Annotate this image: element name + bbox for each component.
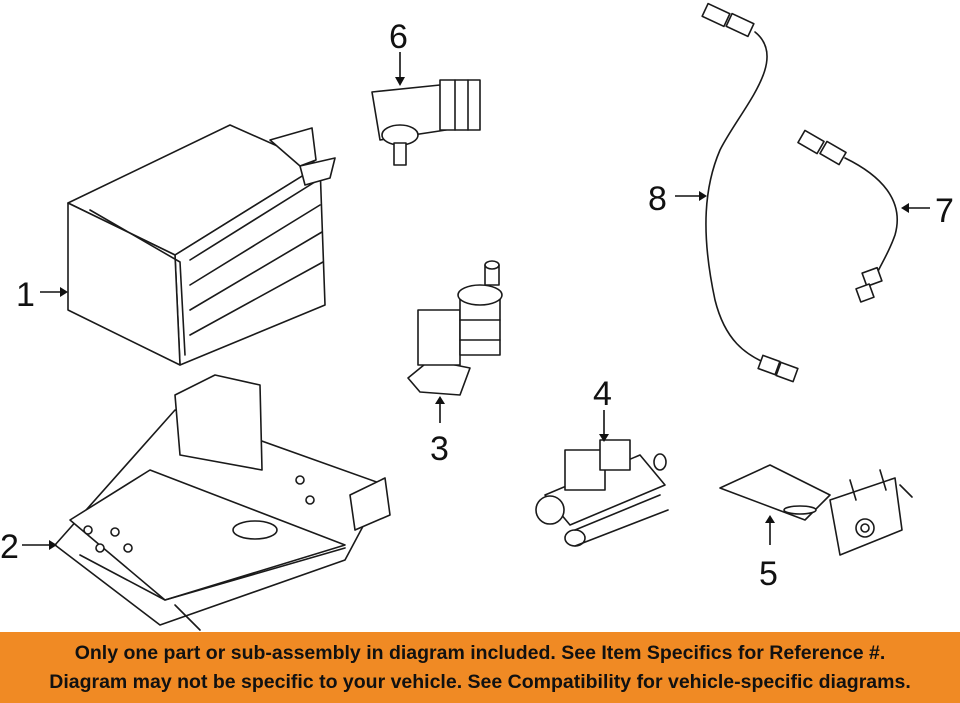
callout-8-arrow [675,191,707,201]
exploded-parts-diagram: 1 2 [0,2,954,631]
callout-3-arrow [435,396,445,423]
disclaimer-line-1: Only one part or sub-assembly in diagram… [74,641,886,664]
disclaimer-line-2: Diagram may not be specific to your vehi… [49,670,911,693]
callout-1-arrow [40,287,68,297]
callout-6-label: 6 [389,18,408,56]
callout-7-arrow [901,203,930,213]
callout-4-label: 4 [593,375,612,413]
callout-6-arrow [395,52,405,86]
part-1-canister [67,124,336,366]
part-6-sensor [371,79,481,166]
callout-5-arrow [765,515,775,545]
part-5-plate [719,464,913,556]
part-7-oxygen-sensor [797,129,898,303]
callout-7-label: 7 [935,192,954,230]
disclaimer-banner: Only one part or sub-assembly in diagram… [0,632,960,703]
callout-8-label: 8 [648,180,667,218]
part-3-purge-valve [407,260,503,396]
callout-1-label: 1 [16,276,35,314]
part-4-valve [535,439,669,547]
part-2-bracket [54,374,391,631]
callout-5-label: 5 [759,555,778,593]
callout-3-label: 3 [430,430,449,468]
callout-2-label: 2 [0,528,19,566]
callout-2-arrow [22,540,57,550]
part-8-oxygen-sensor [701,2,799,383]
callout-4-arrow [599,410,609,442]
